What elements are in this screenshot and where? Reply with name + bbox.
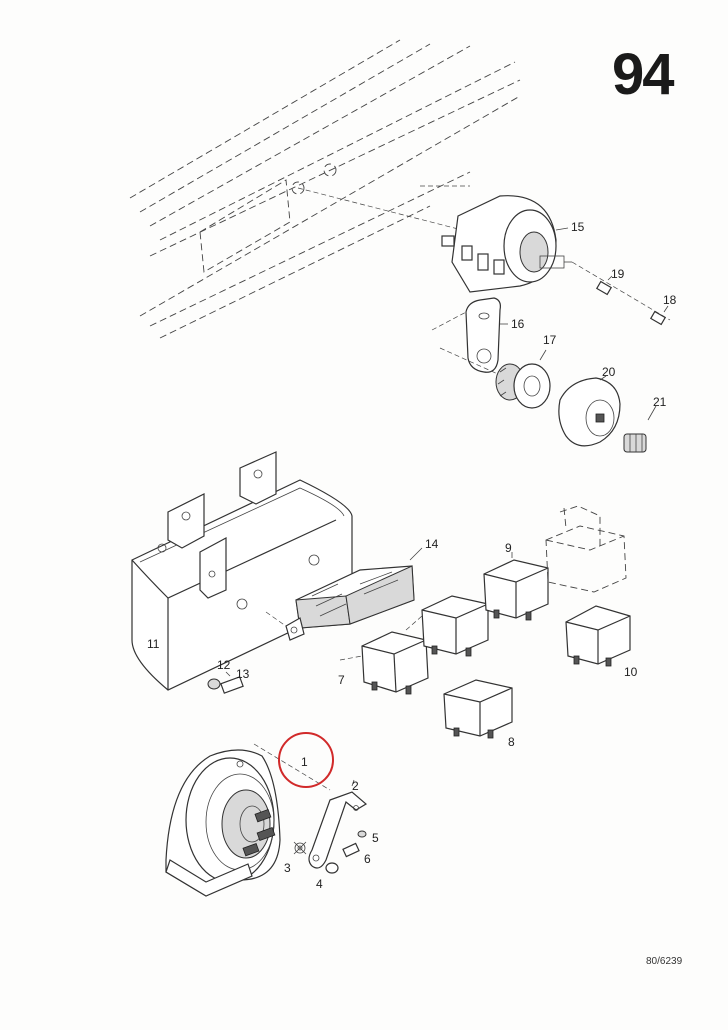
callout-9: 9 — [505, 541, 512, 555]
callout-2: 2 — [352, 779, 359, 793]
lock-nut-part — [439, 347, 551, 409]
callout-7: 7 — [338, 673, 345, 687]
optional-relay-outline — [545, 505, 627, 593]
relay-middle-part — [405, 595, 489, 657]
callout-10: 10 — [624, 665, 638, 679]
dashboard-panel-outline — [129, 39, 521, 339]
callout-4: 4 — [316, 877, 323, 891]
horn-fasteners-part — [293, 830, 367, 874]
relay-box-part — [131, 451, 353, 691]
contact-pin-part — [571, 261, 671, 326]
callout-14: 14 — [425, 537, 439, 551]
relay-10-part — [565, 605, 631, 667]
callout-13: 13 — [236, 667, 250, 681]
callout-20: 20 — [602, 365, 616, 379]
callout-21: 21 — [653, 395, 667, 409]
mounting-plate-part — [431, 297, 508, 373]
page-number: 94 — [612, 42, 674, 107]
callout-16: 16 — [511, 317, 525, 331]
callout-3: 3 — [284, 861, 291, 875]
relay-9-part — [483, 552, 549, 621]
horn-bracket-part — [308, 779, 368, 869]
callout-5: 5 — [372, 831, 379, 845]
callout-11: 11 — [147, 637, 160, 651]
callout-6: 6 — [364, 852, 371, 866]
relay-8-part — [443, 679, 513, 739]
callout-19: 19 — [611, 267, 625, 281]
drawing-reference: 80/6239 — [646, 956, 683, 967]
relay-7-part — [339, 631, 429, 695]
screw-and-washer-part — [207, 671, 244, 694]
callout-15: 15 — [571, 220, 585, 234]
callout-8: 8 — [508, 735, 515, 749]
callout-18: 18 — [663, 293, 677, 307]
fuse-holder-part — [285, 547, 423, 641]
ignition-switch-part — [441, 195, 572, 293]
callout-1: 1 — [301, 755, 308, 769]
knob-screw-part — [623, 405, 657, 453]
highlight-circle — [278, 732, 334, 788]
switch-knob-part — [558, 375, 621, 447]
callout-17: 17 — [543, 333, 557, 347]
horn-part — [165, 743, 331, 897]
callout-12: 12 — [217, 658, 231, 672]
